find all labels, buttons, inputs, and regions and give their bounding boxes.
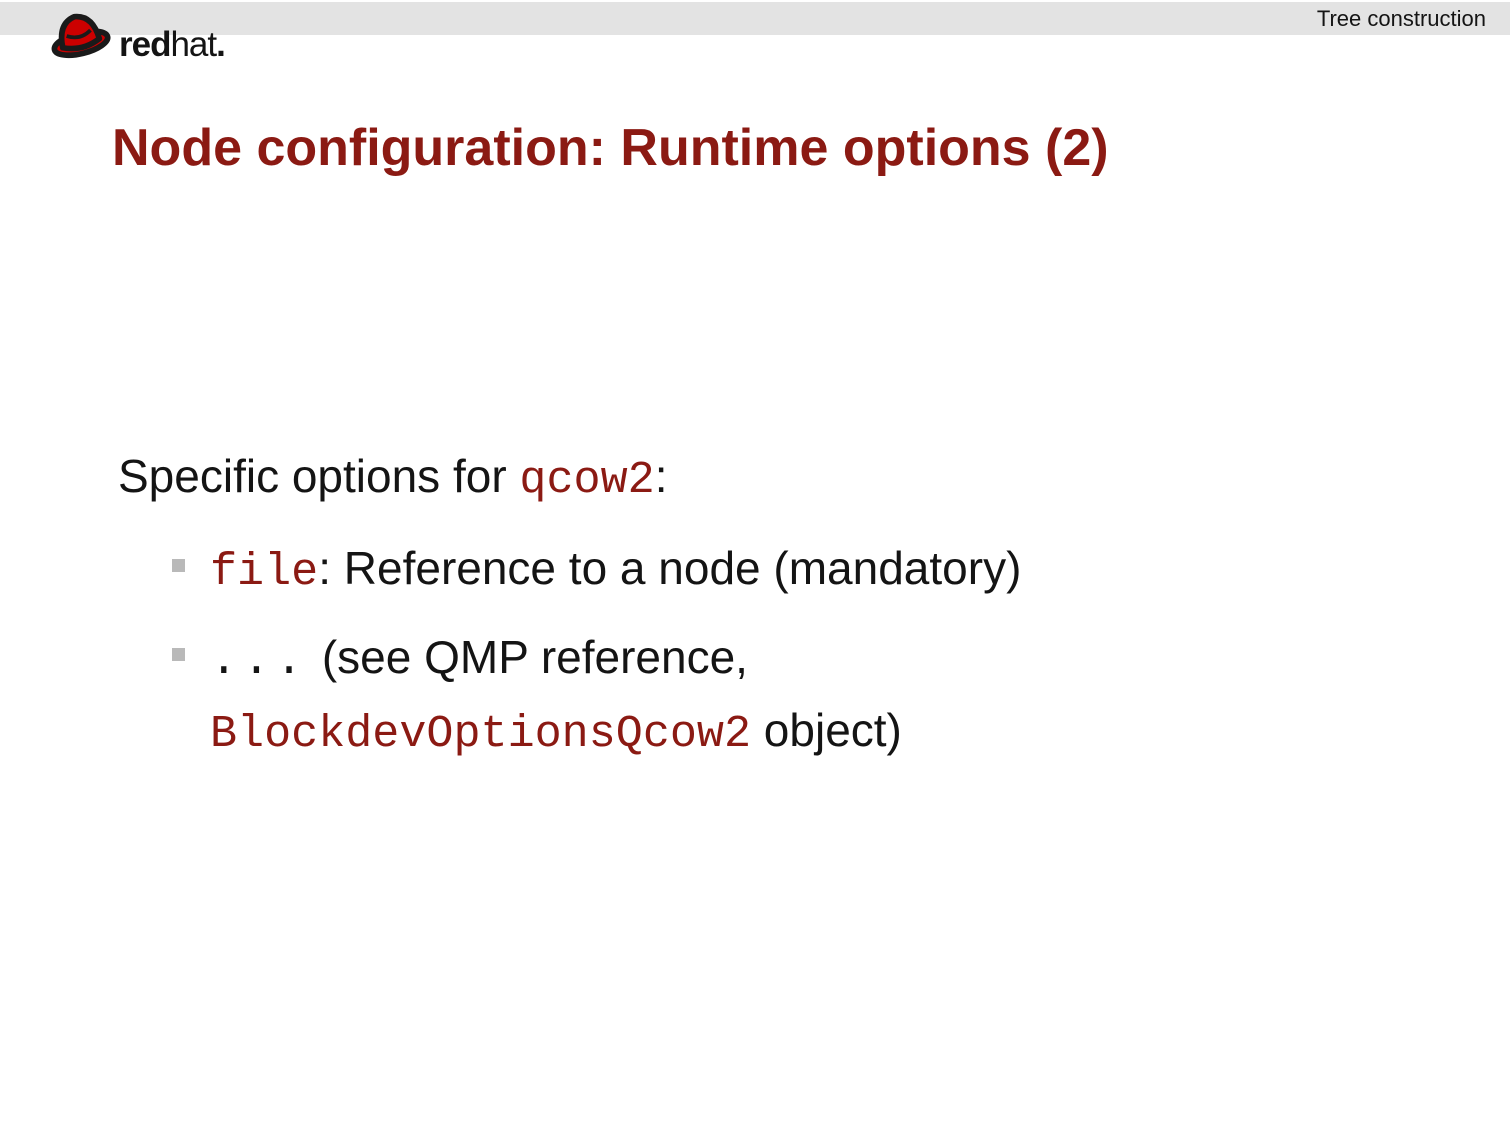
code-qcow2: qcow2 — [519, 454, 655, 506]
bullet-item-file: file: Reference to a node (mandatory) — [172, 534, 1398, 607]
bullet-rest-line1: (see QMP reference, — [321, 630, 748, 683]
intro-prefix: Specific options for — [118, 450, 520, 502]
section-title: Tree construction — [1316, 5, 1486, 31]
bullet-rest: : Reference to a node (mandatory) — [318, 542, 1022, 595]
bullet-marker — [172, 647, 185, 661]
bullet-marker — [172, 559, 185, 573]
code-file: file — [210, 546, 319, 599]
bullet-text: file: Reference to a node (mandatory) — [210, 534, 1021, 607]
logo-text-red: red — [119, 25, 171, 64]
ellipsis: ... — [210, 634, 308, 687]
logo-text-period: . — [216, 25, 226, 64]
slide-body: Specific options for qcow2: file: Refere… — [118, 448, 1398, 785]
code-blockdevoptionsqcow2: BlockdevOptionsQcow2 — [210, 707, 752, 760]
section-header-bar: Tree construction — [0, 2, 1510, 35]
bullet-list: file: Reference to a node (mandatory) ..… — [172, 534, 1398, 768]
bullet-item-qmp-reference: ...(see QMP reference, BlockdevOptionsQco… — [172, 623, 1398, 769]
bullet-text: ...(see QMP reference, BlockdevOptionsQco… — [210, 623, 902, 769]
slide-title: Node configuration: Runtime options (2) — [112, 119, 1109, 177]
bullet-rest-line2: object) — [751, 703, 902, 756]
intro-suffix: : — [654, 450, 668, 502]
logo-text-hat: hat — [170, 25, 217, 64]
redhat-wordmark: redhat. — [119, 25, 226, 64]
redhat-logo: redhat. — [46, 4, 226, 64]
redhat-fedora-icon — [51, 13, 111, 59]
intro-line: Specific options for qcow2: — [118, 448, 1398, 508]
